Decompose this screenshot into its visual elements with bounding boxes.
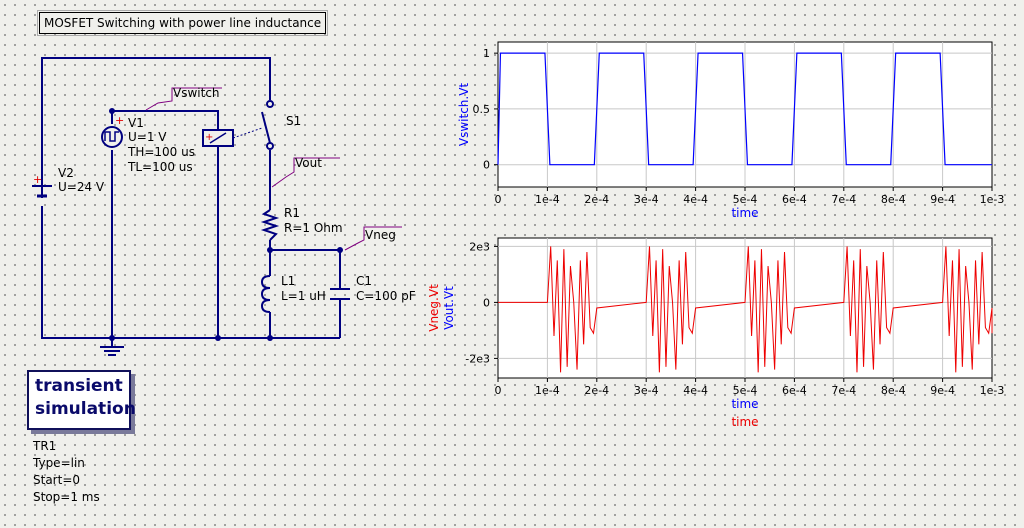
node-label-vneg[interactable]: Vneg: [365, 228, 396, 242]
y-axis-label: Vswitch.Vt: [457, 83, 471, 147]
y-axis-label-vout: Vout.Vt: [442, 286, 456, 330]
x-tick-label: 9e-4: [930, 193, 955, 206]
sim-name: TR1: [33, 439, 57, 453]
l1-name: L1: [281, 274, 296, 288]
x-tick-label: 1e-4: [535, 384, 560, 397]
junction-dots: [109, 108, 343, 341]
sim-title-line2: simulation: [35, 399, 136, 419]
sim-stop: Stop=1 ms: [33, 490, 100, 504]
vneg-vout-chart-svg: 0 1e-4 2e-4 3e-4 4e-4 5e-4 6e-4 7e-4 8e-4 9e-4 1e-…: [427, 237, 1005, 429]
l1-value: L=1 uH: [281, 289, 326, 303]
r1-resistor-symbol: [260, 209, 280, 241]
y-tick-label: -2e3: [465, 352, 490, 365]
x-tick-label: 5e-4: [733, 193, 758, 206]
x-tick-label: 8e-4: [881, 193, 906, 206]
x-tick-label: 3e-4: [634, 193, 659, 206]
x-axis-label: time: [731, 206, 758, 220]
r1-name: R1: [284, 206, 300, 220]
v1-tl: TL=100 us: [128, 160, 193, 174]
node-label-vout[interactable]: Vout: [295, 156, 322, 170]
x-tick-label: 3e-4: [634, 384, 659, 397]
ground-symbol: [100, 346, 124, 356]
c1-name: C1: [356, 274, 373, 288]
y-tick-label: 0: [483, 296, 490, 309]
y-tick-label: 2e3: [469, 240, 490, 253]
v2-value: U=24 V: [58, 180, 105, 194]
x-tick-label: 1e-4: [535, 193, 560, 206]
vswitch-label-lead: [145, 87, 222, 111]
v1-pulse-source-symbol: [101, 126, 123, 148]
v2-name: V2: [58, 166, 74, 180]
s1-switch-symbol: [261, 100, 274, 150]
vswitch-chart[interactable]: 0 1e-4 2e-4 3e-4 4e-4 5e-4 6e-4 7e-4 8e-4 9e-4 1e-…: [450, 32, 1020, 227]
vswitch-chart-svg: 0 1e-4 2e-4 3e-4 4e-4 5e-4 6e-4 7e-4 8e-4 9e-4 1e-…: [457, 41, 1005, 220]
x-axis-label-blue: time: [731, 397, 758, 411]
x-tick-label: 1e-3: [980, 384, 1005, 397]
wire-v2-bottom: [41, 206, 112, 339]
v1-value: U=1 V: [128, 130, 167, 144]
x-tick-label: 4e-4: [683, 193, 708, 206]
v1-th: TH=100 us: [128, 145, 195, 159]
x-tick-label: 9e-4: [930, 384, 955, 397]
wire-top-loop: [41, 57, 271, 198]
x-tick-label: 7e-4: [831, 193, 856, 206]
series-line-vswitch: [497, 52, 992, 166]
x-tick-label: 5e-4: [733, 384, 758, 397]
y-tick-label: 1: [483, 47, 490, 60]
sim-title-line1: transient: [35, 376, 123, 396]
relay-dashed-link: [232, 127, 263, 139]
v1-plus-sign: +: [115, 114, 124, 127]
v2-source-symbol: [32, 185, 52, 198]
v1-name: V1: [128, 116, 144, 130]
wire-v1-top: [111, 110, 219, 130]
y-tick-label: 0.5: [473, 103, 491, 116]
l1-inductor-symbol: [260, 275, 271, 313]
x-tick-label: 8e-4: [881, 384, 906, 397]
x-tick-label: 7e-4: [831, 384, 856, 397]
x-tick-label: 1e-3: [980, 193, 1005, 206]
vout-label-lead: [271, 157, 340, 188]
relay-plus-sign: +: [205, 132, 213, 143]
circuit-schematic[interactable]: + + +: [0, 0, 460, 528]
node-label-vswitch[interactable]: Vswitch: [173, 86, 220, 100]
x-tick-label: 6e-4: [782, 384, 807, 397]
x-tick-label: 2e-4: [584, 193, 609, 206]
x-tick-label: 0: [495, 193, 502, 206]
v2-plus-sign: +: [33, 173, 42, 186]
r1-value: R=1 Ohm: [284, 221, 343, 235]
c1-capacitor-symbol: [330, 288, 350, 300]
x-tick-label: 2e-4: [584, 384, 609, 397]
x-tick-label: 0: [495, 384, 502, 397]
x-axis-label-red: time: [731, 415, 758, 429]
y-tick-label: 0: [483, 159, 490, 172]
vneg-vout-chart[interactable]: 0 1e-4 2e-4 3e-4 4e-4 5e-4 6e-4 7e-4 8e-4 9e-4 1e-…: [427, 228, 1020, 438]
sim-type: Type=lin: [33, 456, 85, 470]
y-axis-label-vneg: Vneg.Vt: [427, 284, 441, 332]
series-line-vneg: [498, 246, 993, 373]
x-tick-label: 4e-4: [683, 384, 708, 397]
x-tick-label: 6e-4: [782, 193, 807, 206]
c1-value: C=100 pF: [356, 289, 416, 303]
transient-simulation-block[interactable]: transient simulation: [27, 370, 136, 430]
vneg-label-lead: [344, 226, 402, 251]
s1-name: S1: [286, 114, 302, 128]
schematic-title: MOSFET Switching with power line inducta…: [36, 10, 329, 36]
sim-start: Start=0: [33, 473, 81, 487]
